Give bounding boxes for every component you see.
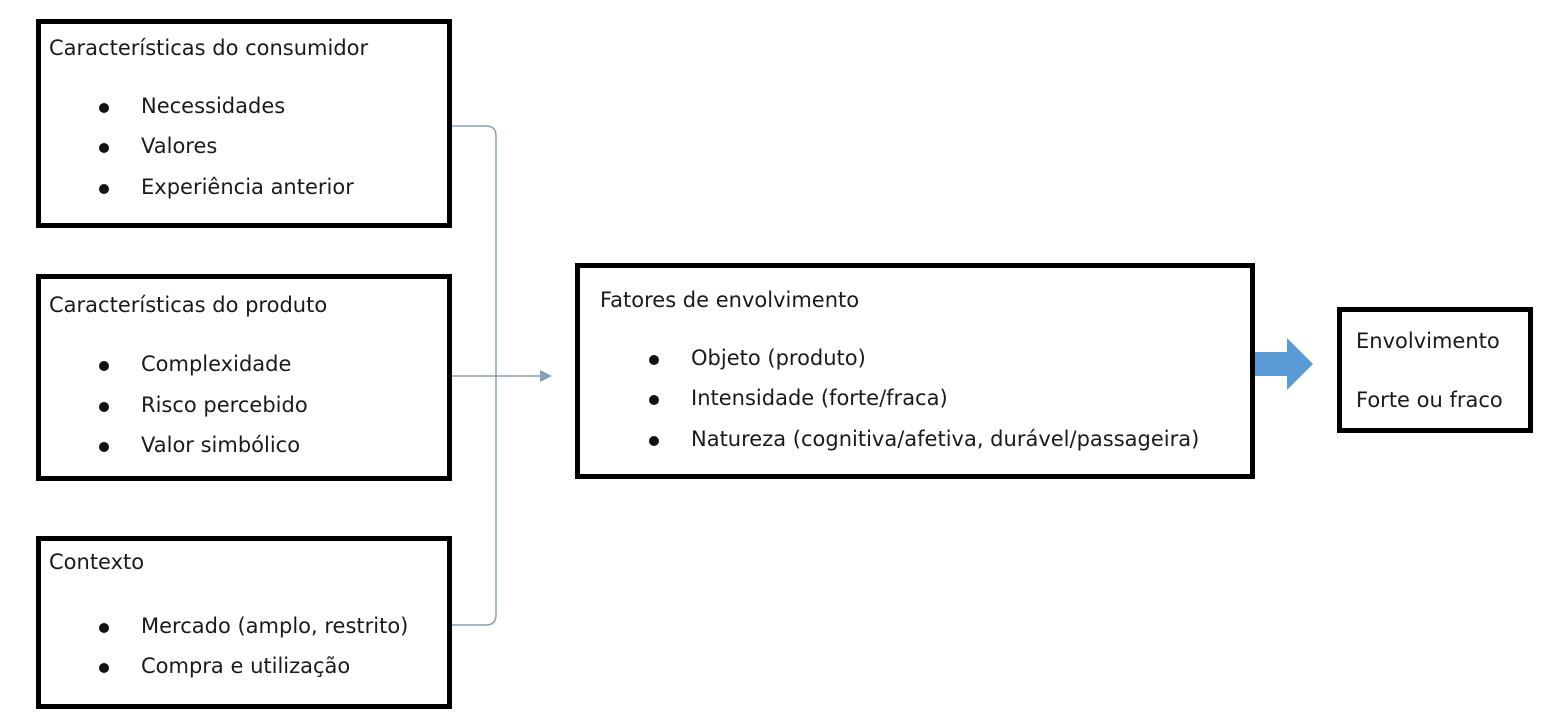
bullet-icon — [99, 143, 109, 153]
result-title: Envolvimento — [1356, 329, 1500, 353]
bullet-icon — [99, 361, 109, 371]
context-box: Contexto Mercado (amplo, restrito) Compr… — [36, 536, 452, 709]
factors-item-3: Natureza (cognitiva/afetiva, durável/pas… — [691, 427, 1200, 451]
context-title: Contexto — [49, 550, 145, 574]
context-item-2: Compra e utilização — [141, 654, 351, 678]
product-title: Características do produto — [49, 293, 328, 317]
bullet-icon — [99, 184, 109, 194]
bullet-icon — [649, 436, 659, 446]
consumer-title: Características do consumidor — [49, 36, 369, 60]
product-item-1: Complexidade — [141, 352, 292, 376]
big-block-arrow — [1235, 338, 1313, 390]
bullet-icon — [649, 355, 659, 365]
involvement-result-box: Envolvimento Forte ou fraco — [1337, 307, 1533, 433]
result-subtitle: Forte ou fraco — [1356, 388, 1503, 412]
consumer-item-1: Necessidades — [141, 94, 286, 118]
bullet-icon — [99, 442, 109, 452]
consumer-item-2: Valores — [141, 134, 218, 158]
bullet-icon — [99, 402, 109, 412]
factors-item-1: Objeto (produto) — [691, 346, 866, 370]
involvement-factors-box: Fatores de envolvimento Objeto (produto)… — [575, 263, 1255, 479]
consumer-characteristics-box: Características do consumidor Necessidad… — [36, 19, 452, 228]
thin-arrow-head — [540, 370, 552, 382]
bullet-icon — [99, 103, 109, 113]
bullet-icon — [649, 395, 659, 405]
context-item-1: Mercado (amplo, restrito) — [141, 614, 409, 638]
bullet-icon — [99, 663, 109, 673]
factors-title: Fatores de envolvimento — [600, 288, 860, 312]
bullet-icon — [99, 623, 109, 633]
product-item-2: Risco percebido — [141, 393, 308, 417]
product-characteristics-box: Características do produto Complexidade … — [36, 274, 452, 481]
consumer-item-3: Experiência anterior — [141, 175, 354, 199]
product-item-3: Valor simbólico — [141, 433, 301, 457]
factors-item-2: Intensidade (forte/fraca) — [691, 386, 948, 410]
